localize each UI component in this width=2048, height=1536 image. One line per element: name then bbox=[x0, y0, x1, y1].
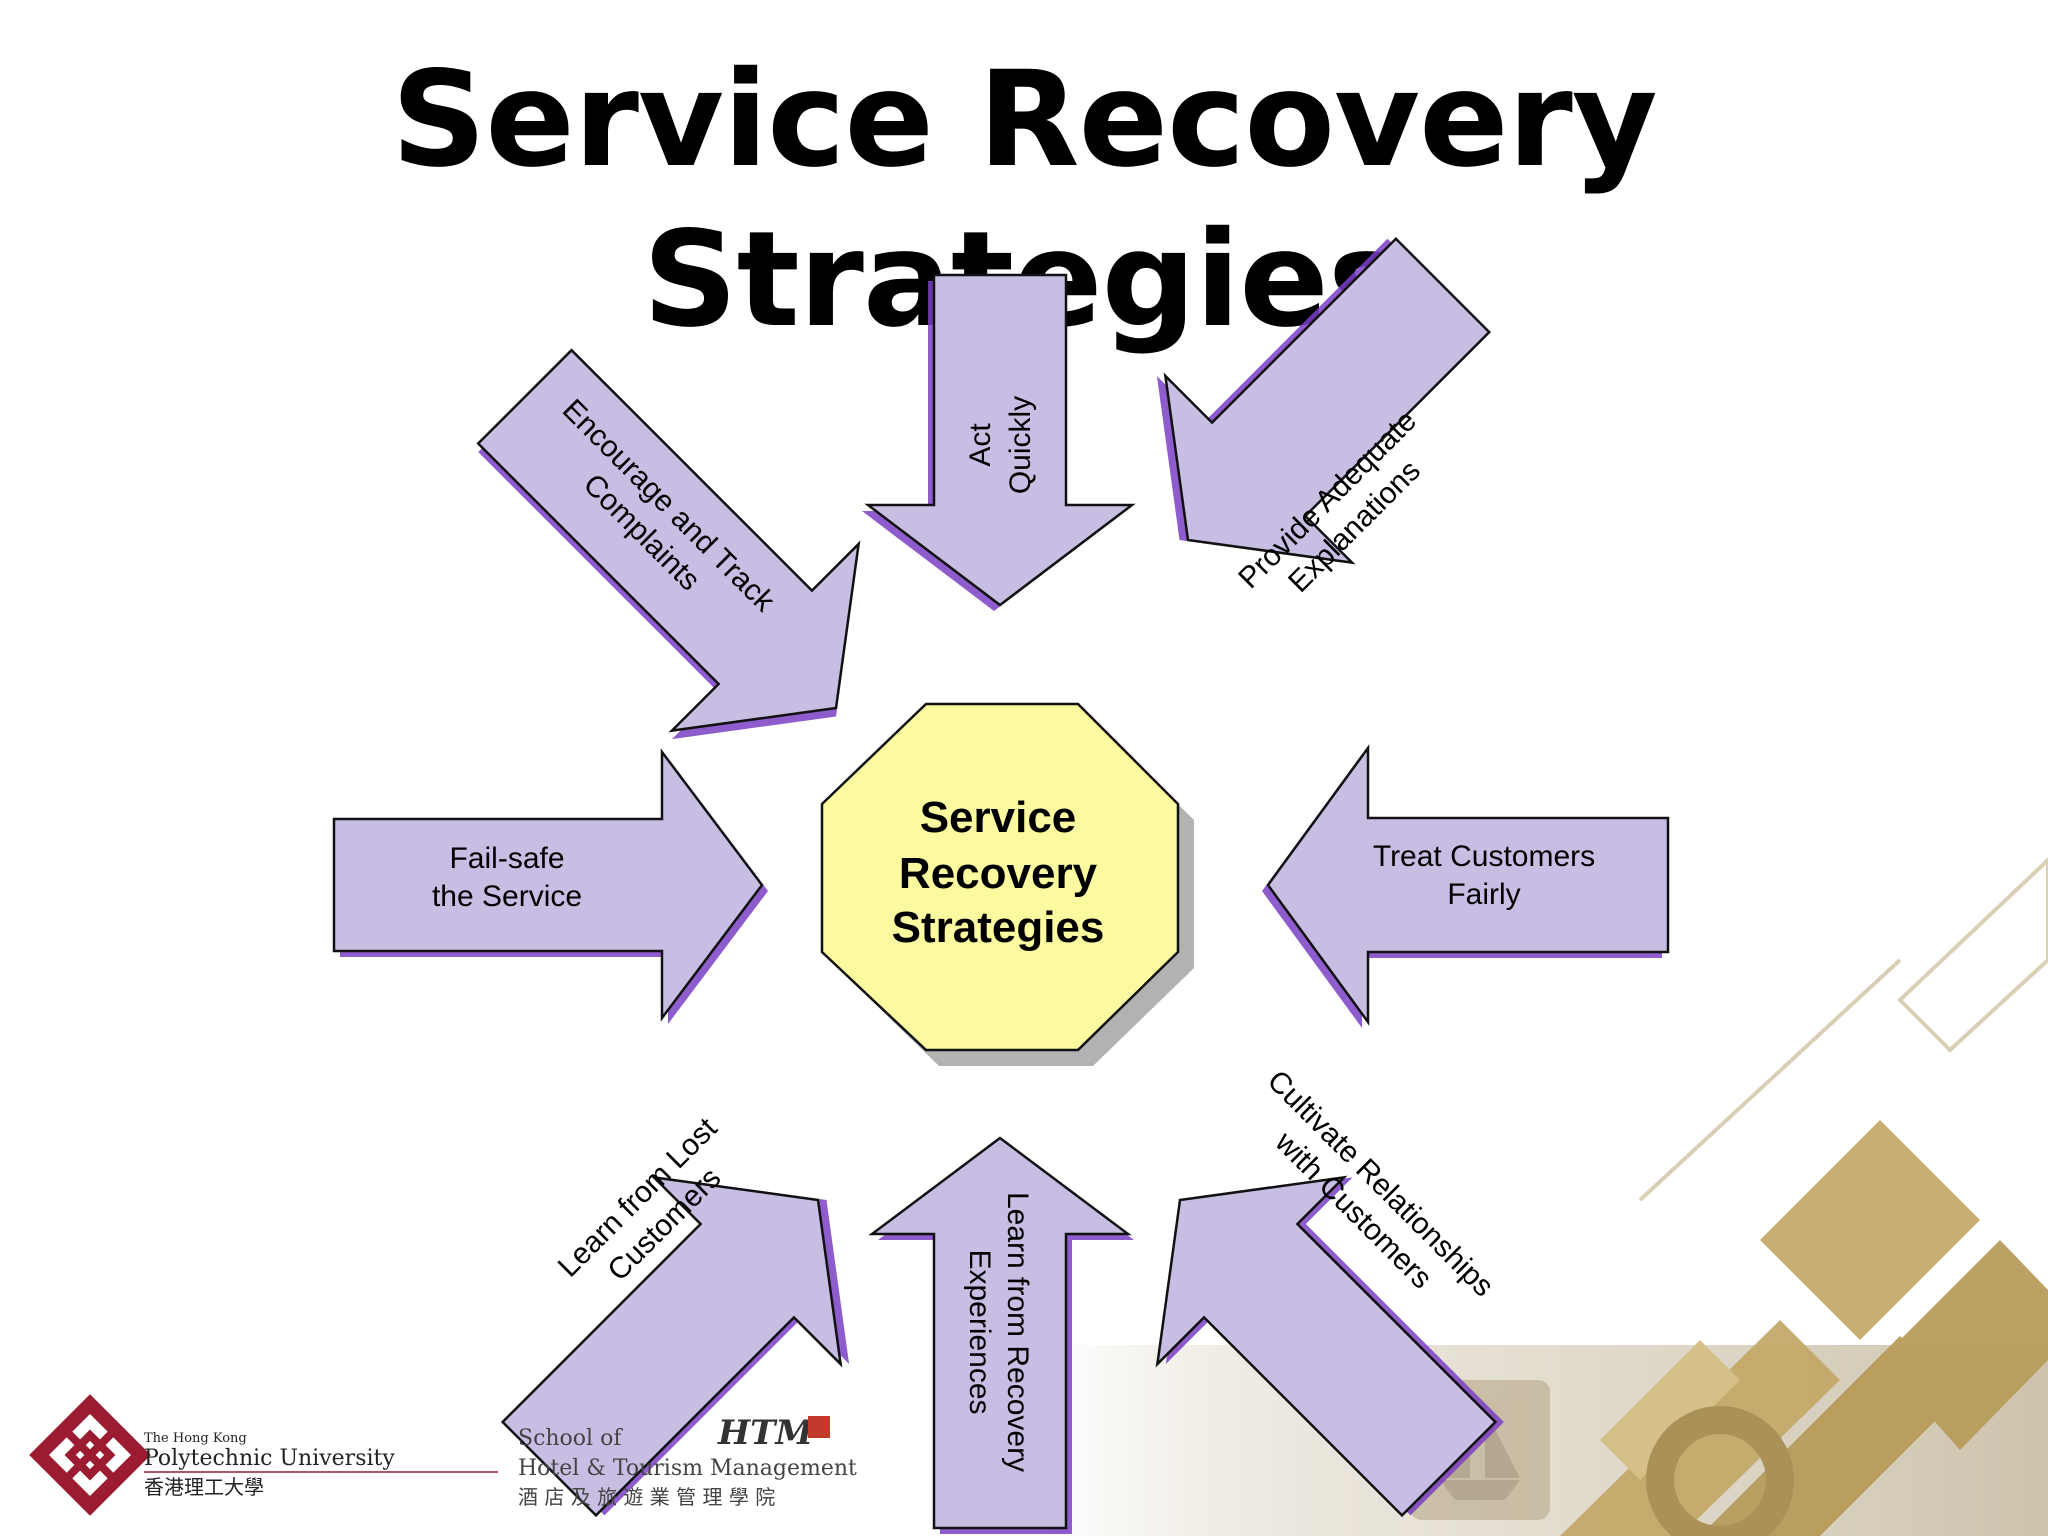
svg-text:Experiences: Experiences bbox=[963, 1249, 996, 1414]
center-octagon: Service Recovery Strategies bbox=[820, 702, 1194, 1066]
arrow-fail-safe-the-service bbox=[332, 748, 768, 1024]
svg-text:Fairly: Fairly bbox=[1447, 878, 1520, 911]
svg-text:the Service: the Service bbox=[432, 880, 582, 913]
arrow-learn-from-lost-customers bbox=[500, 1175, 850, 1518]
label-treat-customers-fairly: Treat Customers Fairly bbox=[1373, 840, 1595, 911]
htm-school-logo: School of Hotel & Tourism Management 酒 店… bbox=[518, 1413, 857, 1509]
htm-seal-icon bbox=[808, 1416, 830, 1438]
school-line-1: School of bbox=[518, 1426, 623, 1451]
polyu-emblem-icon bbox=[29, 1394, 151, 1516]
school-line-3: 酒 店 及 旅 遊 業 管 理 學 院 bbox=[518, 1485, 775, 1509]
arrow-encourage-and-track-complaints bbox=[476, 348, 861, 740]
university-line-3: 香港理工大學 bbox=[144, 1475, 264, 1499]
svg-text:Learn from Recovery: Learn from Recovery bbox=[1001, 1192, 1034, 1472]
svg-text:Treat Customers: Treat Customers bbox=[1373, 840, 1595, 873]
svg-text:Fail-safe: Fail-safe bbox=[449, 842, 564, 875]
arrow-treat-customers-fairly bbox=[1262, 744, 1670, 1028]
arrow-learn-from-recovery-experiences bbox=[868, 1136, 1134, 1534]
arrow-provide-adequate-explanations bbox=[1156, 237, 1491, 565]
htm-badge: HTM bbox=[717, 1413, 814, 1453]
label-learn-from-recovery-experiences: Learn from Recovery Experiences bbox=[963, 1192, 1034, 1472]
polyu-logo: The Hong Kong Polytechnic University 香港理… bbox=[29, 1394, 498, 1516]
center-label-line-1: Service bbox=[920, 793, 1077, 842]
arrow-cultivate-relationships bbox=[1155, 1175, 1504, 1518]
center-label-line-2: Recovery bbox=[899, 849, 1098, 898]
university-line-2: Polytechnic University bbox=[144, 1446, 395, 1471]
label-fail-safe-the-service: Fail-safe the Service bbox=[432, 842, 582, 913]
arrow-act-quickly bbox=[862, 273, 1136, 611]
center-label-line-3: Strategies bbox=[892, 903, 1105, 952]
gold-logo-watermark-icon bbox=[1560, 857, 2048, 1536]
university-line-1: The Hong Kong bbox=[144, 1431, 247, 1446]
svg-text:Act: Act bbox=[964, 423, 997, 467]
svg-text:Quickly: Quickly bbox=[1004, 396, 1037, 494]
school-line-2: Hotel & Tourism Management bbox=[518, 1456, 857, 1481]
label-act-quickly: Act Quickly bbox=[964, 396, 1037, 494]
